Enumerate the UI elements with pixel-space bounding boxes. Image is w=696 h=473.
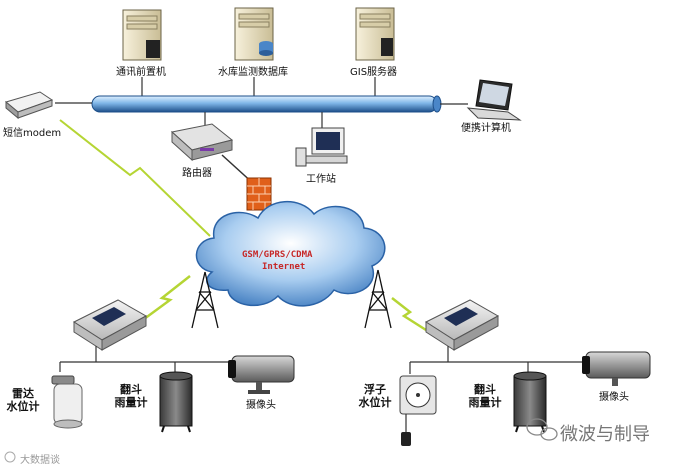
tipping-rain-gauge-right xyxy=(513,371,547,433)
cloud-label-internet: Internet xyxy=(262,262,306,272)
sms-modem-label: 短信modem xyxy=(3,128,62,139)
data-logger-left xyxy=(72,299,148,351)
internet-cloud xyxy=(195,200,386,307)
radio-tower-right xyxy=(364,269,392,329)
router-label: 路由器 xyxy=(182,168,212,179)
bottom-left-logo-icon xyxy=(4,451,16,463)
bottom-left-watermark-text: 大数据谈 xyxy=(20,455,60,466)
radio-tower-left xyxy=(191,271,219,329)
lightning-link-left-station xyxy=(139,275,191,324)
wechat-watermark-text: 微波与制导 xyxy=(560,424,650,445)
laptop-label: 便携计算机 xyxy=(461,123,511,134)
lightning-link-right-station xyxy=(391,297,427,332)
comm-frontend-label: 通讯前置机 xyxy=(116,67,166,78)
bus-connector-lines xyxy=(55,102,468,128)
reservoir-db-label: 水库监测数据库 xyxy=(218,67,288,78)
workstation-label: 工作站 xyxy=(306,174,336,185)
radar-water-gauge xyxy=(51,375,83,429)
tipping-rain-left-label: 翻斗 雨量计 xyxy=(114,383,148,409)
camera-right-label: 摄像头 xyxy=(599,392,629,403)
data-logger-right xyxy=(424,299,500,351)
gis-server-label: GIS服务器 xyxy=(350,67,398,78)
lightning-link-modem xyxy=(59,119,211,237)
wechat-icon xyxy=(526,418,558,441)
network-bus xyxy=(91,95,442,113)
float-water-gauge xyxy=(399,375,437,446)
workstation-device xyxy=(295,127,348,167)
firewall xyxy=(246,177,272,211)
gis-server xyxy=(355,7,395,61)
cloud-label-network: GSM/GPRS/CDMA xyxy=(242,250,313,260)
camera-left-label: 摄像头 xyxy=(246,400,276,411)
float-gauge-label: 浮子 水位计 xyxy=(358,383,392,409)
comm-frontend-server xyxy=(122,9,162,61)
server-drop-lines xyxy=(141,77,376,96)
reservoir-db-server xyxy=(234,7,274,61)
camera-left xyxy=(228,355,295,394)
tipping-rain-right-label: 翻斗 雨量计 xyxy=(468,383,502,409)
laptop-device xyxy=(466,79,522,121)
tipping-rain-gauge-left xyxy=(159,371,193,433)
sms-modem-device xyxy=(4,91,54,120)
camera-right xyxy=(582,351,651,386)
radar-gauge-label: 雷达 水位计 xyxy=(6,387,40,413)
router-device xyxy=(170,123,234,162)
